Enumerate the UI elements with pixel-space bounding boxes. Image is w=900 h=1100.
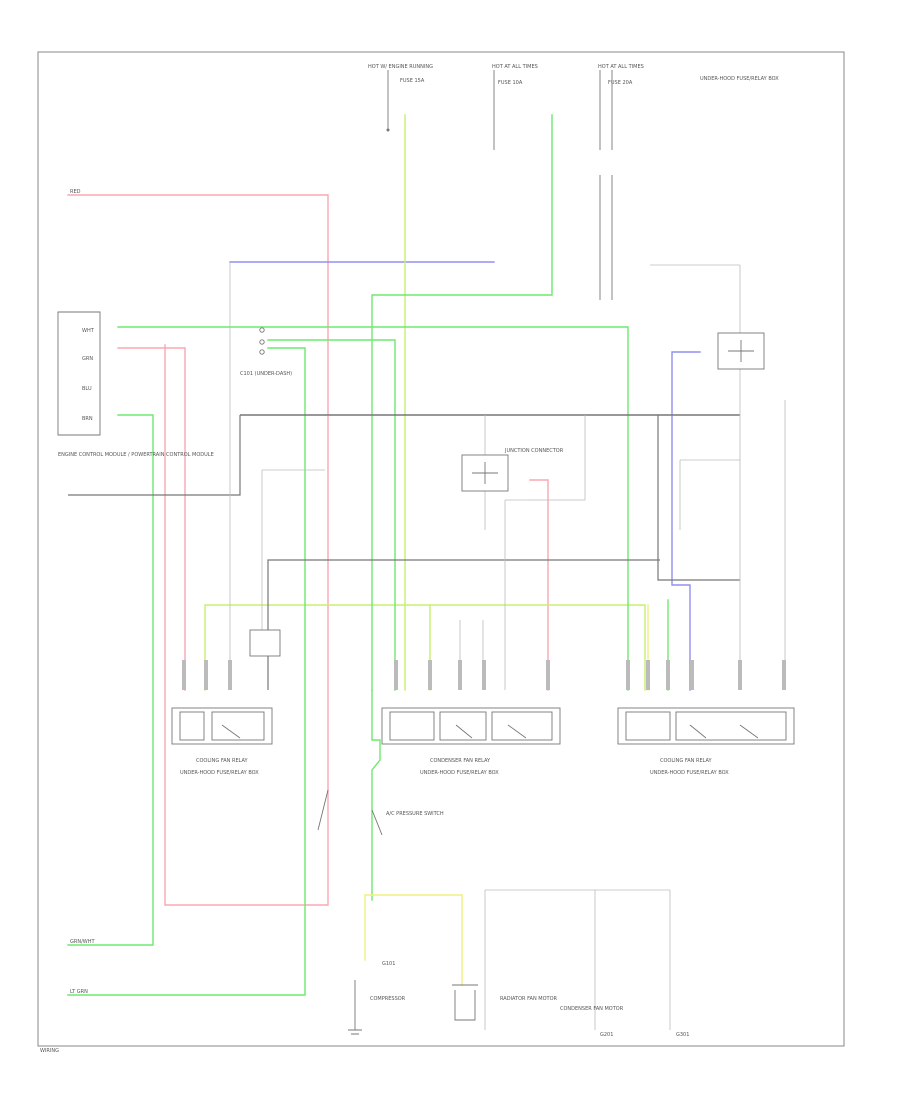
- fuse-label-c: HOT AT ALL TIMES: [598, 64, 644, 70]
- red-wire-junction: [529, 479, 549, 691]
- dark-wire-mid: [267, 559, 660, 690]
- relay-box-mid-label: UNDER-HOOD FUSE/RELAY BOX: [420, 770, 499, 776]
- switch-label: A/C PRESSURE SWITCH: [386, 811, 444, 817]
- dark-wire-right: [657, 415, 740, 581]
- left-wire-label-top: RED: [70, 189, 81, 195]
- lime-wire-branch: [204, 604, 646, 691]
- connector-c101-label: C101 (UNDER-DASH): [240, 371, 292, 377]
- green-wire-b: [117, 326, 629, 691]
- ground-symbol: G101: [348, 961, 395, 1035]
- green-wire-c: [267, 339, 396, 691]
- fan-motor-left: RADIATOR FAN MOTOR G201: [500, 996, 613, 1038]
- ground-bus-left: [68, 415, 241, 496]
- relay-box-left: COOLING FAN RELAY UNDER-HOOD FUSE/RELAY …: [171, 707, 273, 776]
- left-wire-label-bot2: LT GRN: [70, 989, 88, 995]
- red-wire: [67, 194, 329, 906]
- compressor-label: COMPRESSOR: [370, 996, 406, 1002]
- left-wire-label-bot1: GRN/WHT: [70, 939, 95, 945]
- green-wire-a: [371, 114, 553, 691]
- wire-tags: [182, 660, 786, 690]
- fuse-label-a: HOT W/ ENGINE RUNNING: [368, 64, 433, 70]
- pcm-label: ENGINE CONTROL MODULE / POWERTRAIN CONTR…: [58, 452, 214, 458]
- green-wire-f: [371, 689, 381, 901]
- relay-box-right-label: UNDER-HOOD FUSE/RELAY BOX: [650, 770, 729, 776]
- top-right-note: UNDER-HOOD FUSE/RELAY BOX: [700, 76, 779, 82]
- junction-right: [717, 332, 765, 370]
- ground-label: G101: [382, 961, 395, 967]
- ground-a-label: G201: [600, 1032, 613, 1038]
- relay-box-mid: CONDENSER FAN RELAY UNDER-HOOD FUSE/RELA…: [381, 707, 561, 776]
- footer-tag: WIRING: [40, 1048, 59, 1054]
- top-fuse-group: HOT W/ ENGINE RUNNING FUSE 15A HOT AT AL…: [368, 64, 779, 86]
- pcm-module: WHT GRN BLU BRN ENGINE CONTROL MODULE / …: [57, 311, 214, 458]
- compressor-clutch: COMPRESSOR: [370, 984, 478, 1021]
- junction-mid: JUNCTION CONNECTOR: [461, 448, 564, 492]
- ground-b-label: G301: [676, 1032, 689, 1038]
- relay-mid-label: CONDENSER FAN RELAY: [430, 758, 491, 764]
- small-module-left: [249, 629, 281, 657]
- yellow-wire-bottom: [364, 894, 463, 986]
- motor-left-label: RADIATOR FAN MOTOR: [500, 996, 558, 1002]
- blue-wire-right: [671, 351, 701, 691]
- pcm-pin-1: WHT: [82, 328, 95, 334]
- pcm-pin-3: BLU: [82, 386, 92, 392]
- fan-motor-right: CONDENSER FAN MOTOR G301: [560, 1006, 689, 1038]
- relay-box-left-label: UNDER-HOOD FUSE/RELAY BOX: [180, 770, 259, 776]
- connector-c101: C101 (UNDER-DASH): [240, 327, 292, 377]
- relay-right-label: COOLING FAN RELAY: [660, 758, 713, 764]
- green-wire-e: [67, 414, 154, 946]
- fuse-label-c-sub: FUSE 20A: [608, 80, 633, 86]
- pcm-pin-2: GRN: [82, 356, 93, 362]
- relay-box-right: COOLING FAN RELAY UNDER-HOOD FUSE/RELAY …: [617, 707, 795, 776]
- fuse-stubs: [386, 70, 613, 300]
- fuse-label-a-sub: FUSE 15A: [400, 78, 425, 84]
- fuse-label-b-sub: FUSE 10A: [498, 80, 523, 86]
- green-wire-d: [67, 347, 306, 996]
- ac-pressure-switch: A/C PRESSURE SWITCH: [317, 789, 444, 836]
- fuse-label-b: HOT AT ALL TIMES: [492, 64, 538, 70]
- relay-left-label: COOLING FAN RELAY: [196, 758, 249, 764]
- red-wire-relay-left: [117, 347, 186, 691]
- diagram-frame: [37, 51, 845, 1047]
- junction-mid-label: JUNCTION CONNECTOR: [504, 448, 564, 454]
- pcm-pin-4: BRN: [82, 416, 93, 422]
- gray-wires: [229, 262, 786, 1030]
- motor-right-label: CONDENSER FAN MOTOR: [560, 1006, 624, 1012]
